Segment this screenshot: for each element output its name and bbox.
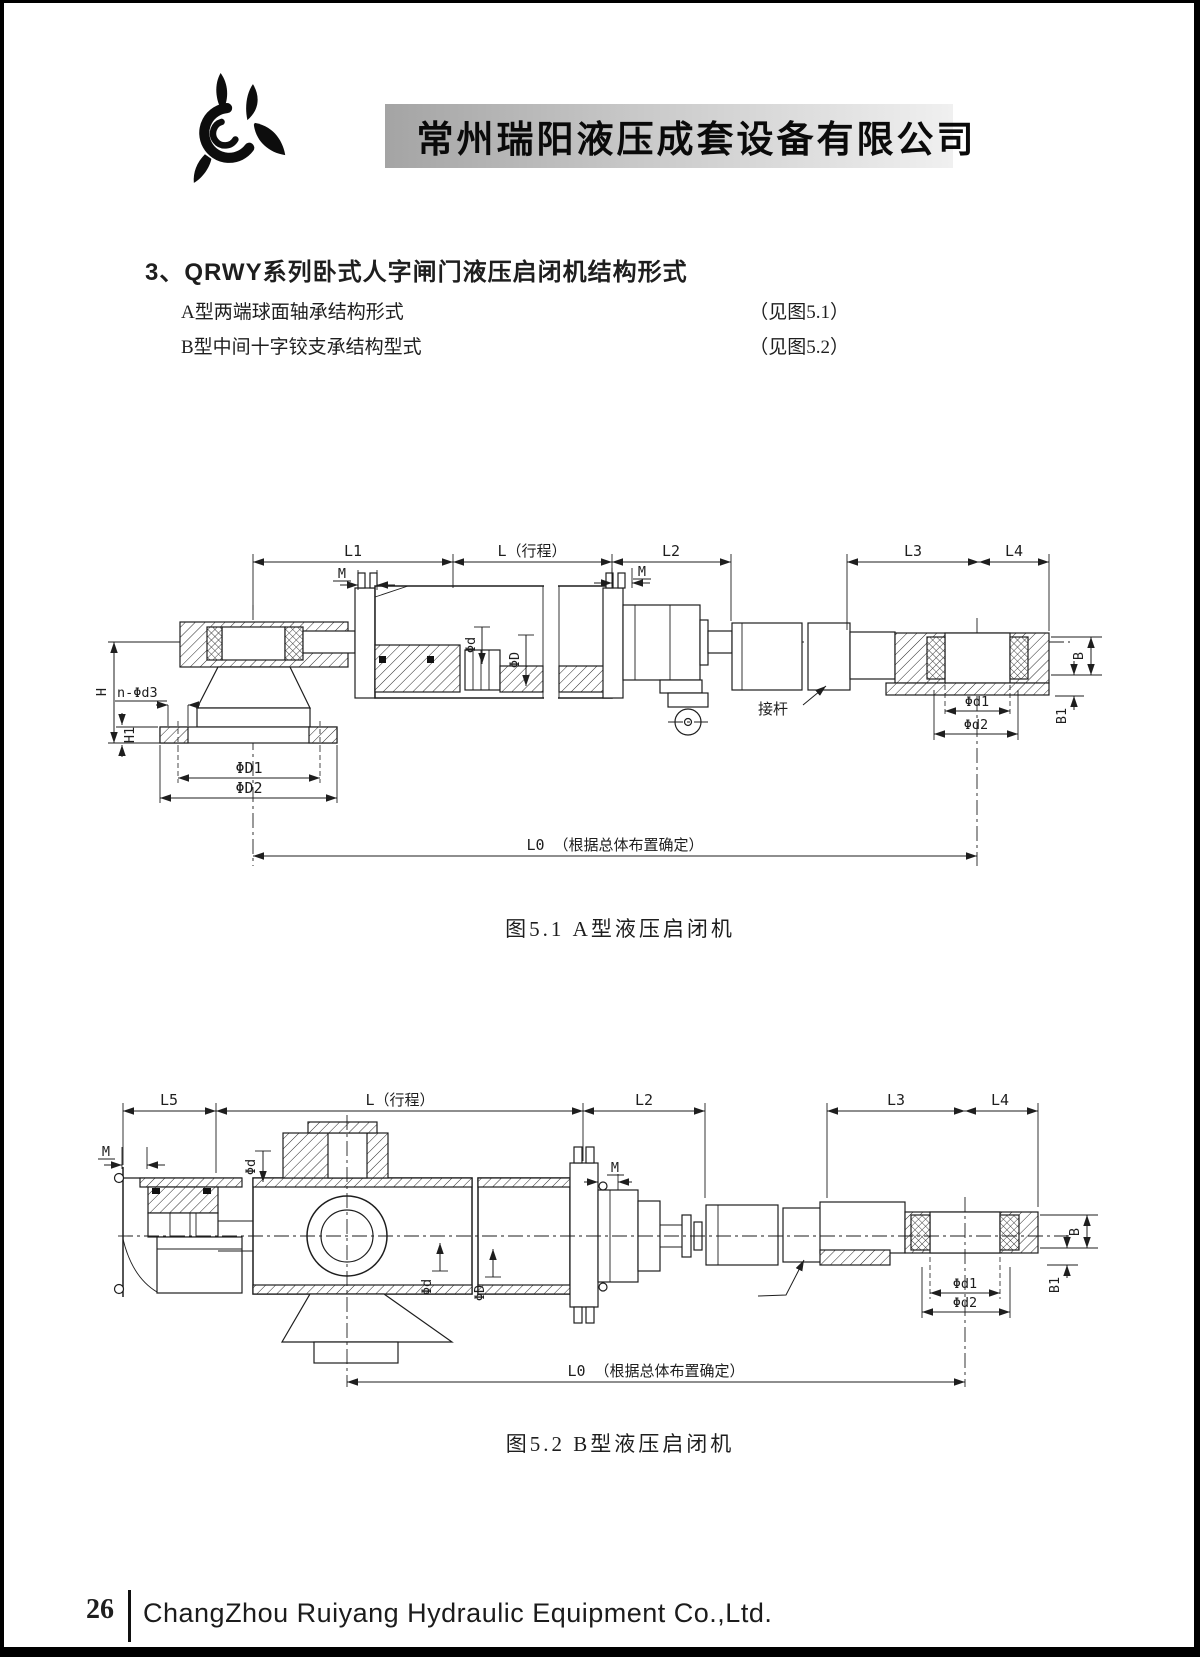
fig1-connecting-rod-and-eye: [731, 622, 1050, 696]
page-border-top: [0, 0, 1200, 3]
fig2-overall-length: L0 （根据总体布置确定）: [347, 1362, 965, 1386]
fig2-dim-phi-d-left: Φd: [243, 1159, 259, 1175]
fig1-dim-L-stroke: L（行程）: [497, 542, 566, 560]
item-b-figure-ref: （见图5.2）: [749, 337, 849, 358]
fig2-dim-L-stroke: L（行程）: [365, 1091, 434, 1109]
fig2-right-dims: B B1 Φd1 Φd2: [921, 1214, 1098, 1318]
footer-divider: [128, 1590, 131, 1642]
section-item-b: B型中间十字铰支承结构型式 （见图5.2）: [181, 332, 849, 359]
fig2-dim-phi-d1: Φd1: [953, 1276, 977, 1292]
fig1-dim-phi-d1: Φd1: [965, 694, 989, 710]
fig2-dim-phi-d2: Φd2: [953, 1295, 977, 1311]
fig2-dim-M-left: M: [102, 1144, 110, 1160]
fig2-dim-phi-D-mid: ΦD: [472, 1285, 488, 1301]
fig1-pedestal-bearing-assembly: [159, 621, 356, 747]
fig1-end-cap-and-roller: [622, 604, 733, 736]
page-border-right: [1194, 0, 1200, 1657]
fig2-dim-L2: L2: [635, 1091, 653, 1109]
fig1-dim-phi-D2: ΦD2: [235, 779, 262, 797]
figure-5-1-caption: 图5.1 A型液压启闭机: [505, 917, 735, 941]
fig2-rod-and-eye: [660, 1201, 1039, 1266]
fig1-dim-L2: L2: [662, 542, 680, 560]
fig1-dim-phi-D1: ΦD1: [235, 759, 262, 777]
section-heading: 3、QRWY系列卧式人字闸门液压启闭机结构形式: [145, 259, 688, 286]
fig2-dim-B1: B1: [1047, 1277, 1063, 1293]
fig1-label-connector: 接杆: [758, 700, 788, 718]
page-border-bottom: [0, 1647, 1200, 1657]
fig1-dim-phi-d2: Φd2: [964, 717, 988, 733]
figure-5-1-drawing: L1 L（行程） L2 L3 L4 M M Φd: [94, 542, 1102, 866]
company-banner: 常州瑞阳液压成套设备有限公司: [385, 104, 974, 168]
fig1-top-dimensions: L1 L（行程） L2 L3 L4: [252, 542, 1050, 631]
fig1-connector-label: 接杆: [758, 685, 827, 718]
footer-company-name-en: ChangZhou Ruiyang Hydraulic Equipment Co…: [143, 1598, 773, 1628]
company-logo: [193, 73, 286, 183]
fig1-dim-n-phi-d3: n-Φd3: [117, 685, 158, 701]
fig1-left-dims: H n-Φd3 H1 ΦD1 ΦD2: [94, 641, 338, 803]
fig1-dim-M-right: M: [638, 564, 646, 580]
fig1-dim-B: B: [1071, 652, 1087, 660]
page-number: 26: [86, 1594, 114, 1625]
fig1-dim-L4: L4: [1005, 542, 1023, 560]
fig2-top-dimensions: L5 L（行程） L2 L3 L4: [122, 1091, 1039, 1207]
fig1-right-dims: B B1 Φd1 Φd2: [933, 636, 1102, 740]
fig2-dim-L3: L3: [887, 1091, 905, 1109]
fig2-centerlines: [118, 1115, 1070, 1387]
fig2-thread-dims: M M: [98, 1144, 632, 1190]
fig2-left-gland-assembly: [113, 1167, 253, 1297]
fig2-dim-L0: L0 （根据总体布置确定）: [567, 1362, 744, 1380]
fig2-dim-L5: L5: [160, 1091, 178, 1109]
fig1-diameter-dims: Φd ΦD: [463, 626, 534, 686]
section-item-a: A型两端球面轴承结构形式 （见图5.1）: [181, 297, 849, 324]
item-a-figure-ref: （见图5.1）: [749, 302, 849, 323]
page-border-left: [0, 0, 4, 1657]
fig1-overall-length: L0 （根据总体布置确定）: [253, 836, 977, 860]
fig1-dim-H1: H1: [122, 727, 138, 743]
figure-5-2-drawing: L5 L（行程） L2 L3 L4 M M Φd: [98, 1091, 1098, 1387]
fig1-dim-L3: L3: [904, 542, 922, 560]
fig2-dim-L4: L4: [991, 1091, 1009, 1109]
fig1-thread-dims: M M: [333, 564, 651, 590]
fig2-dim-phi-d-mid: Φd: [419, 1279, 435, 1295]
fig1-dim-phi-d: Φd: [463, 637, 479, 653]
fig2-dim-B: B: [1067, 1228, 1083, 1236]
item-b-text: B型中间十字铰支承结构型式: [181, 337, 422, 358]
fig1-dim-L0: L0 （根据总体布置确定）: [526, 836, 703, 854]
fig2-coupling-leader: [757, 1259, 805, 1297]
fig1-dim-L1: L1: [344, 542, 362, 560]
fig1-cylinder-body: [354, 572, 626, 700]
fig2-dim-M-right: M: [611, 1160, 619, 1176]
fig2-diameter-dims: Φd Φd ΦD: [243, 1150, 501, 1301]
company-name: 常州瑞阳液压成套设备有限公司: [416, 120, 977, 161]
item-a-text: A型两端球面轴承结构形式: [181, 302, 404, 323]
fig2-cylinder-trunnion: [252, 1121, 661, 1364]
fig1-dim-phi-D: ΦD: [507, 652, 523, 668]
fig1-dim-M-left: M: [338, 566, 346, 582]
fig1-dim-H: H: [94, 688, 110, 696]
fig1-dim-B1: B1: [1054, 708, 1070, 724]
figure-5-2-caption: 图5.2 B型液压启闭机: [505, 1432, 735, 1456]
